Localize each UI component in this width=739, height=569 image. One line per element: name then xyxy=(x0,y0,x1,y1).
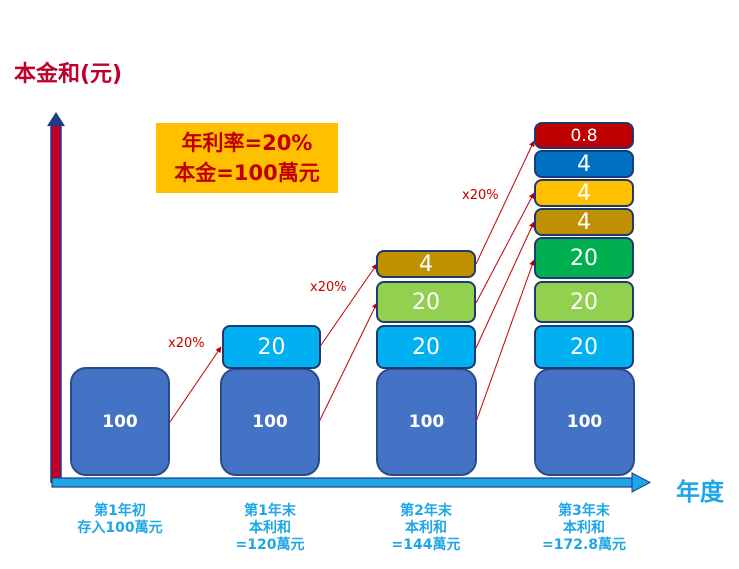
caption-line: 第3年末 xyxy=(558,503,610,519)
caption-line: =172.8萬元 xyxy=(541,537,626,553)
interest-block: 4 xyxy=(534,150,634,178)
caption-line: 本利和 xyxy=(563,520,605,536)
column-caption: 第1年末 本利和 =120萬元 xyxy=(200,503,340,554)
y-axis-arrowhead xyxy=(47,112,65,126)
caption-line: 本利和 xyxy=(249,520,291,536)
interest-rate-text: 年利率=20% xyxy=(181,131,313,155)
interest-block: 20 xyxy=(534,281,634,323)
x-axis-line xyxy=(51,477,635,488)
interest-block: 4 xyxy=(534,179,634,207)
caption-line: 第1年末 xyxy=(244,503,296,519)
interest-block: 20 xyxy=(222,325,321,369)
caption-line: 存入100萬元 xyxy=(77,520,163,536)
growth-arrow xyxy=(475,259,536,423)
principal-block: 100 xyxy=(534,368,635,476)
growth-arrow xyxy=(475,192,535,304)
caption-line: =144萬元 xyxy=(391,537,461,553)
growth-arrow xyxy=(169,346,222,423)
x-axis-label: 年度 xyxy=(676,478,724,506)
caption-line: 本利和 xyxy=(405,520,447,536)
growth-arrow xyxy=(318,302,378,423)
principal-block: 100 xyxy=(220,368,320,476)
caption-line: 第1年初 xyxy=(94,503,146,519)
principal-block: 100 xyxy=(376,368,477,476)
growth-arrow xyxy=(318,263,378,349)
x-axis-arrowhead xyxy=(631,472,652,493)
growth-label: x20% xyxy=(168,336,205,351)
interest-block: 0.8 xyxy=(534,122,634,149)
interest-block: 20 xyxy=(376,281,476,323)
caption-line: =120萬元 xyxy=(235,537,305,553)
growth-arrow xyxy=(475,140,535,265)
column-caption: 第1年初 存入100萬元 xyxy=(50,503,190,537)
caption-line: 第2年末 xyxy=(400,503,452,519)
growth-label: x20% xyxy=(310,280,347,295)
interest-block: 4 xyxy=(376,250,476,278)
growth-arrow xyxy=(475,221,535,349)
principal-block: 100 xyxy=(70,367,170,476)
interest-info-box: 年利率=20% 本金=100萬元 xyxy=(156,123,338,193)
principal-text: 本金=100萬元 xyxy=(174,161,320,185)
interest-block: 20 xyxy=(534,325,634,369)
growth-label: x20% xyxy=(462,188,499,203)
y-axis-label: 本金和(元) xyxy=(14,62,123,87)
interest-block: 20 xyxy=(534,237,634,279)
interest-block: 20 xyxy=(376,325,476,369)
column-caption: 第3年末 本利和 =172.8萬元 xyxy=(514,503,654,554)
y-axis-line xyxy=(50,123,62,483)
column-caption: 第2年末 本利和 =144萬元 xyxy=(356,503,496,554)
interest-block: 4 xyxy=(534,208,634,236)
